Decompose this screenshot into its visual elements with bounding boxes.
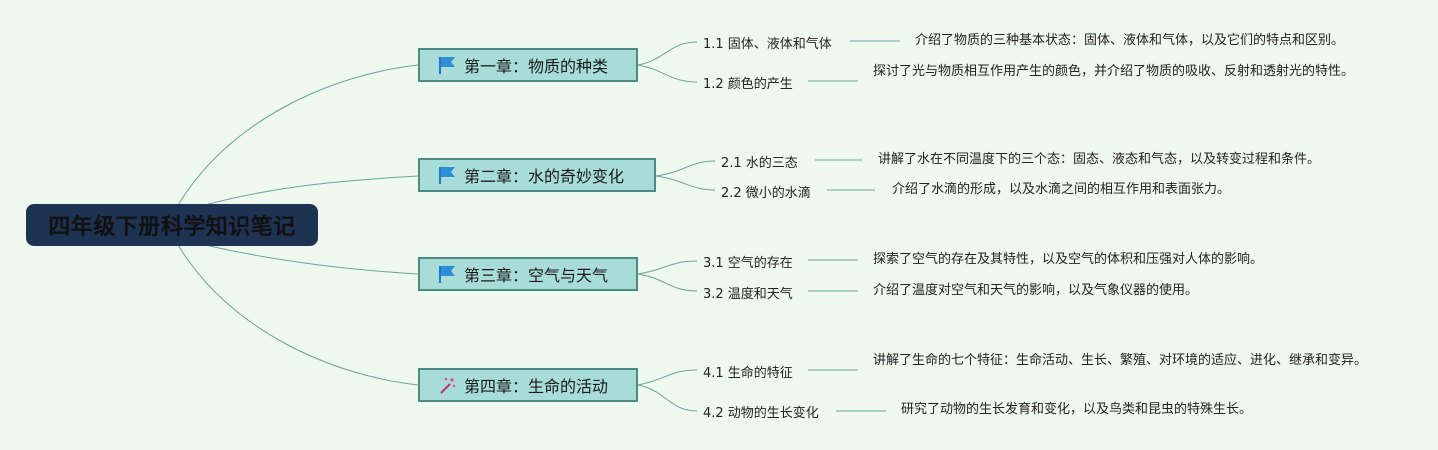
chapter-title: 第一章：物质的种类 <box>464 57 609 76</box>
chapter-node-4[interactable]: 第四章：生命的活动 <box>418 368 638 402</box>
topic-label[interactable]: 3.2 温度和天气 <box>703 287 793 302</box>
topic-description: 探索了空气的存在及其特性，以及空气的体积和压强对人体的影响。 <box>873 252 1264 267</box>
magic-wand-icon <box>436 374 458 396</box>
topic-label[interactable]: 2.2 微小的水滴 <box>721 186 811 201</box>
topic-description: 讲解了生命的七个特征：生命活动、生长、繁殖、对环境的适应、进化、继承和变异。 <box>873 353 1368 368</box>
chapter-title: 第二章：水的奇妙变化 <box>464 167 625 186</box>
topic-description: 讲解了水在不同温度下的三个态：固态、液态和气态，以及转变过程和条件。 <box>878 152 1321 167</box>
topic-label[interactable]: 2.1 水的三态 <box>721 156 798 171</box>
topic-label[interactable]: 4.2 动物的生长变化 <box>703 406 819 421</box>
chapter-node-1[interactable]: 第一章：物质的种类 <box>418 48 638 82</box>
blue-flag-icon <box>436 164 458 186</box>
topic-label[interactable]: 1.1 固体、液体和气体 <box>703 37 832 52</box>
root-node[interactable]: 四年级下册科学知识笔记 <box>26 204 318 246</box>
topic-label[interactable]: 3.1 空气的存在 <box>703 256 793 271</box>
chapter-node-3[interactable]: 第三章：空气与天气 <box>418 257 638 291</box>
topic-label[interactable]: 1.2 颜色的产生 <box>703 77 793 92</box>
topic-description: 介绍了温度对空气和天气的影响，以及气象仪器的使用。 <box>873 283 1199 298</box>
topic-label[interactable]: 4.1 生命的特征 <box>703 366 793 381</box>
blue-flag-icon <box>436 263 458 285</box>
topic-description: 介绍了水滴的形成，以及水滴之间的相互作用和表面张力。 <box>892 182 1231 197</box>
chapter-title: 第四章：生命的活动 <box>464 377 609 396</box>
root-title: 四年级下册科学知识笔记 <box>48 215 296 240</box>
chapter-node-2[interactable]: 第二章：水的奇妙变化 <box>418 158 656 192</box>
topic-description: 介绍了物质的三种基本状态：固体、液体和气体，以及它们的特点和区别。 <box>915 33 1345 48</box>
blue-flag-icon <box>436 54 458 76</box>
chapter-title: 第三章：空气与天气 <box>464 266 609 285</box>
topic-description: 探讨了光与物质相互作用产生的颜色，并介绍了物质的吸收、反射和透射光的特性。 <box>873 64 1355 79</box>
topic-description: 研究了动物的生长发育和变化，以及鸟类和昆虫的特殊生长。 <box>901 402 1253 417</box>
